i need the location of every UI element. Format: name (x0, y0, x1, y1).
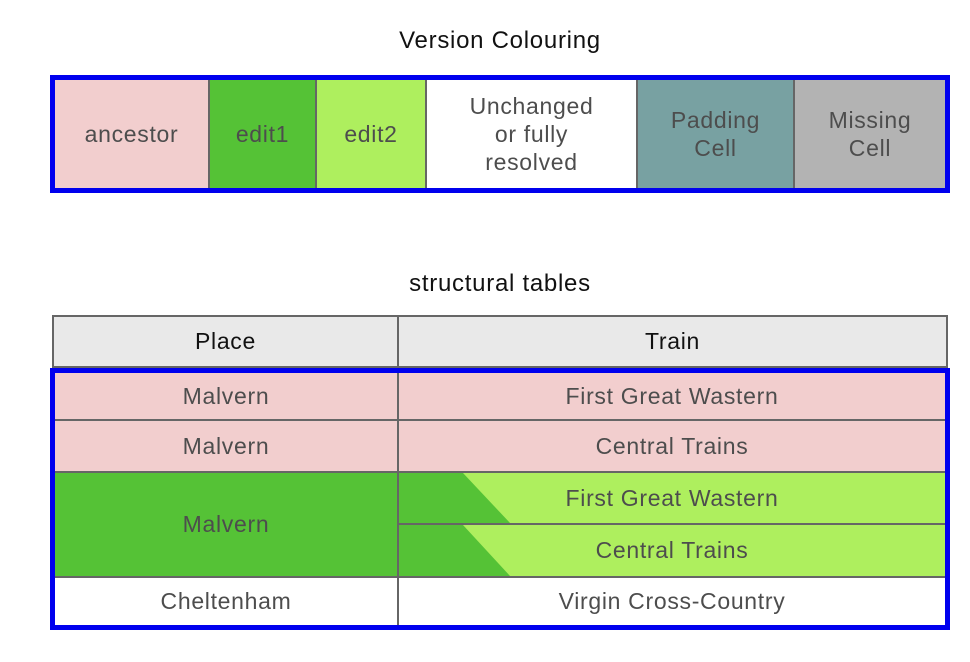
legend-title: Version Colouring (399, 27, 601, 54)
table-body: Malvern First Great Wastern Malvern Cent… (50, 368, 950, 630)
legend-label-padding: Padding Cell (670, 107, 761, 161)
cell-text: Malvern (182, 382, 270, 409)
legend-cell-padding: Padding Cell (636, 80, 793, 188)
table-header-row: Place Train (52, 315, 948, 368)
legend-label-unchanged: Unchanged or fully resolved (469, 93, 594, 175)
cell-place-row5: Cheltenham (55, 576, 399, 625)
edit1-diagonal-wedge (399, 473, 510, 523)
cell-train-row2: Central Trains (399, 419, 945, 471)
content-column: Version Colouring ancestor edit1 edit2 U… (50, 27, 950, 630)
legend-cell-missing: Missing Cell (793, 80, 945, 188)
column-header-place: Place (54, 317, 399, 366)
cell-text: First Great Wastern (565, 484, 779, 511)
table-title: structural tables (409, 270, 591, 297)
legend-cell-edit1: edit1 (208, 80, 315, 188)
cell-train-row3: First Great Wastern (399, 471, 945, 523)
legend-label-missing: Missing Cell (828, 107, 912, 161)
cell-train-row4: Central Trains (399, 523, 945, 576)
cell-text: Malvern (182, 432, 270, 459)
cell-train-row1: First Great Wastern (399, 373, 945, 419)
cell-place-row3-4-merged: Malvern (55, 471, 399, 576)
legend-cell-ancestor: ancestor (55, 80, 208, 188)
cell-place-row2: Malvern (55, 419, 399, 471)
legend-label-ancestor: ancestor (84, 121, 179, 147)
cell-text: Cheltenham (160, 588, 292, 614)
legend-label-edit2: edit2 (344, 121, 398, 147)
cell-train-row5: Virgin Cross-Country (399, 576, 945, 625)
cell-text: Central Trains (595, 537, 749, 563)
cell-text: Malvern (182, 511, 270, 537)
legend-label-edit1: edit1 (235, 121, 290, 147)
edit1-diagonal-wedge (399, 525, 510, 576)
cell-place-row1: Malvern (55, 373, 399, 419)
cell-text: Virgin Cross-Country (558, 588, 786, 614)
column-header-train: Train (645, 328, 700, 354)
version-colouring-legend: ancestor edit1 edit2 Unchanged or fully … (50, 75, 950, 193)
cell-text: Central Trains (595, 432, 749, 459)
legend-cell-edit2: edit2 (315, 80, 425, 188)
cell-text: First Great Wastern (565, 382, 779, 409)
legend-cell-unchanged: Unchanged or fully resolved (425, 80, 636, 188)
